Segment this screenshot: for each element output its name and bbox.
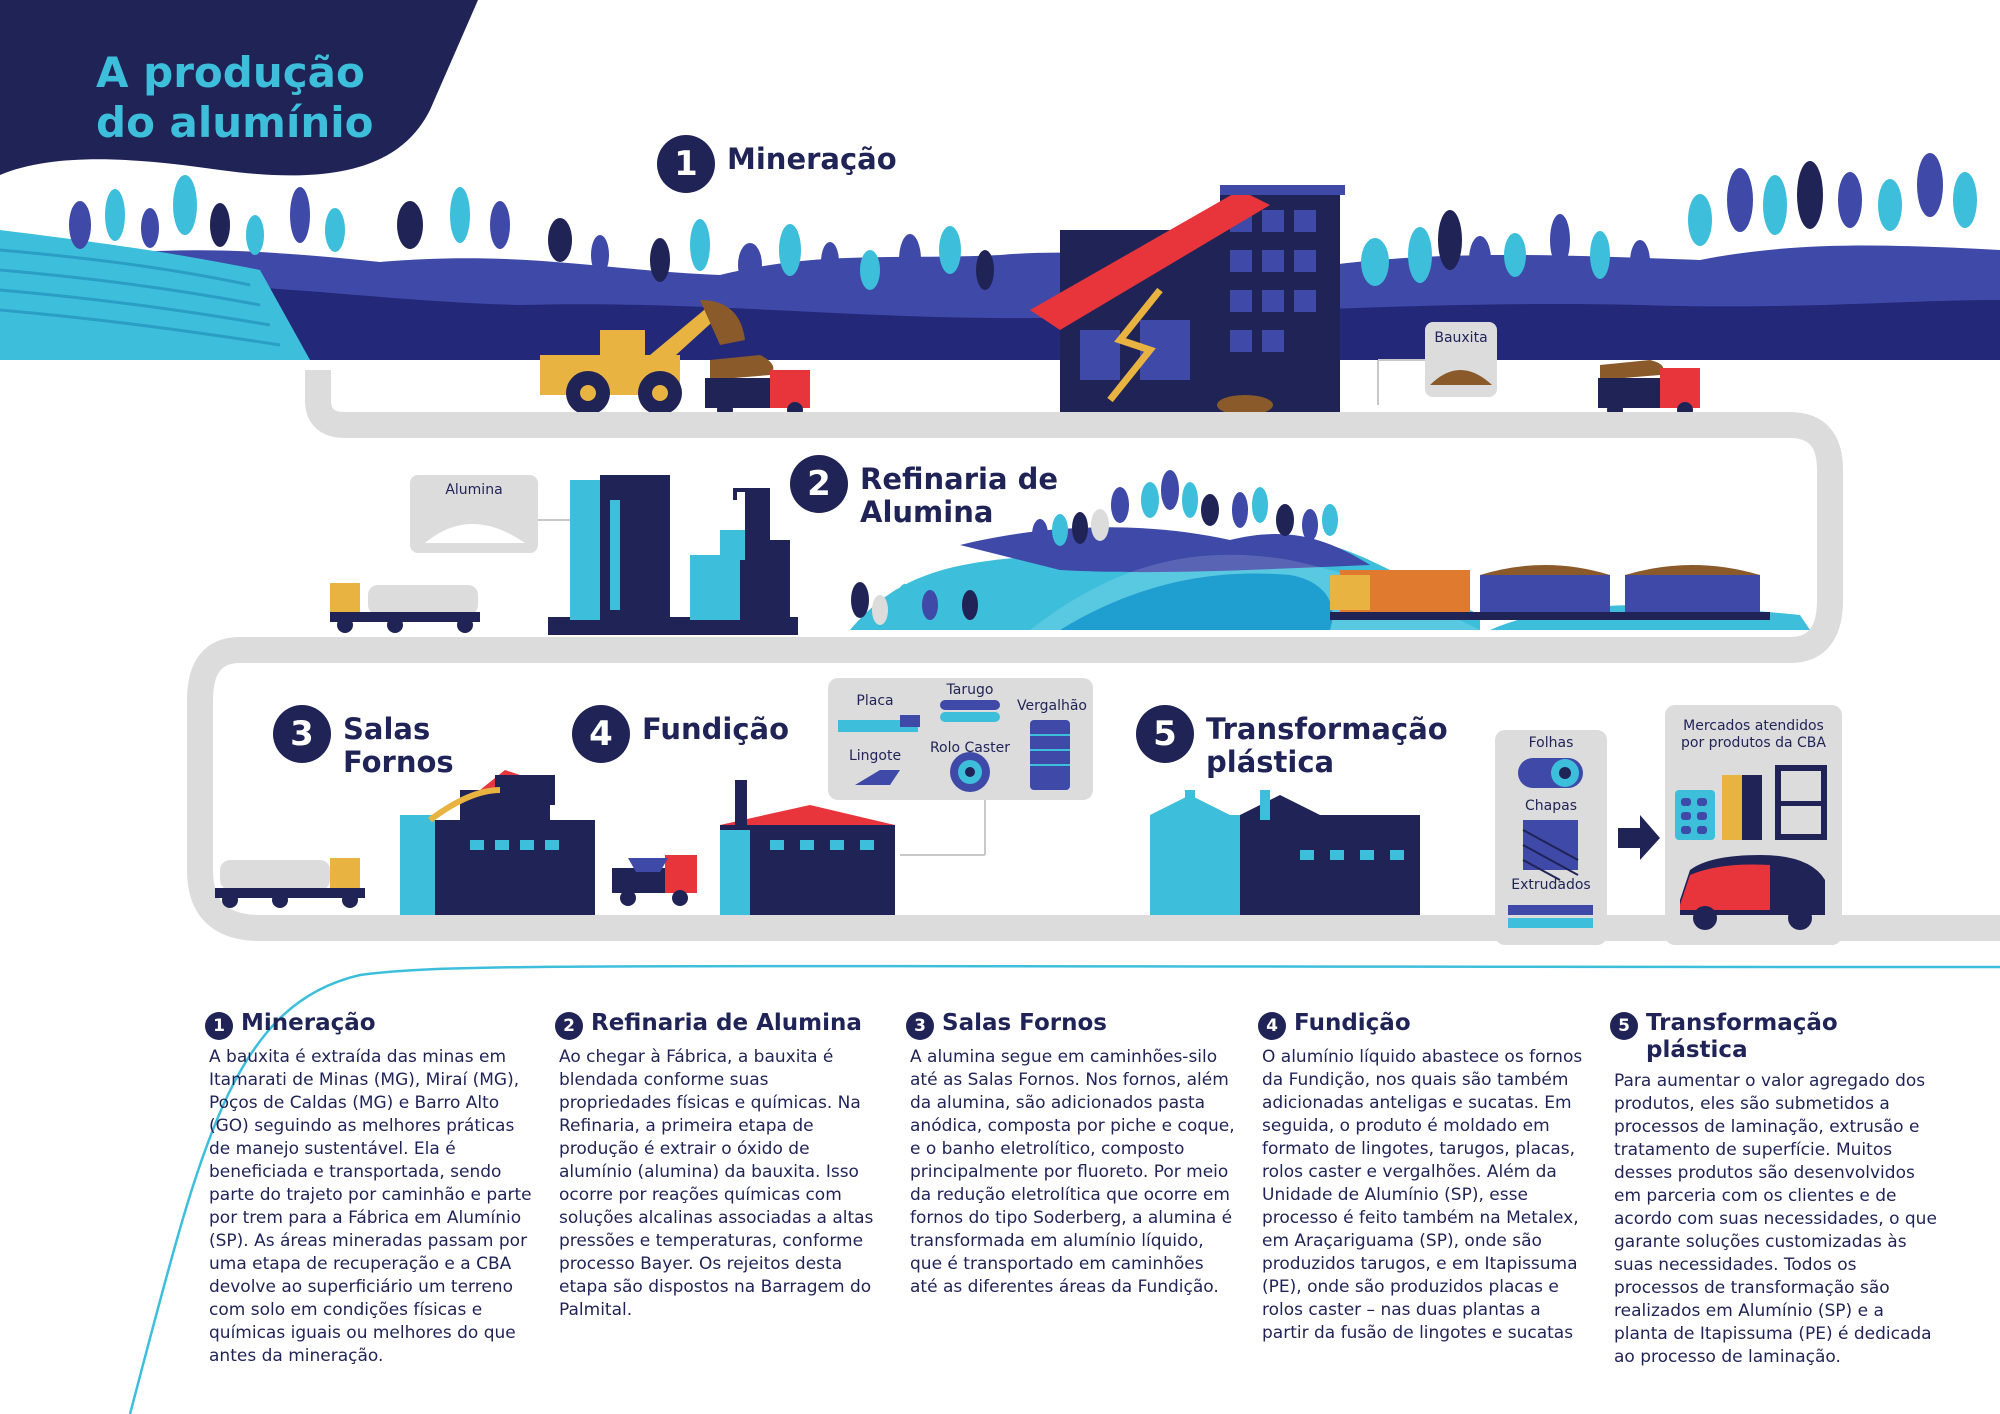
trees-row2 — [851, 470, 1338, 625]
bauxita-label: Bauxita — [1434, 330, 1488, 346]
description-text: A bauxita é extraída das minas em Itamar… — [209, 1047, 532, 1366]
page-title: A produção do alumínio — [96, 48, 374, 147]
transformacao-building — [1150, 790, 1420, 915]
description-badge: 2 — [555, 1012, 583, 1040]
description-salas-fornos: 3 Salas Fornos A alumina segue em caminh… — [906, 1010, 1236, 1299]
trees-row1 — [69, 153, 1977, 290]
mercados-label: Mercados atendidos por produtos da CBA — [1681, 718, 1826, 751]
description-title: Mineração — [241, 1010, 376, 1036]
dump-truck-2 — [1598, 360, 1700, 418]
silo-truck-1 — [330, 583, 480, 633]
description-head: 1 Mineração — [205, 1010, 535, 1040]
silo-truck-2 — [215, 858, 365, 908]
step-title: Mineração — [727, 142, 897, 176]
step-title: Fundição — [642, 712, 790, 746]
header-shape — [0, 0, 478, 176]
refinery-building — [548, 475, 798, 635]
alumina-label: Alumina — [445, 482, 503, 498]
description-fundicao: 4 Fundição O alumínio líquido abastece o… — [1258, 1010, 1588, 1345]
salas-fornos-building — [400, 770, 595, 915]
dump-truck-1 — [705, 355, 810, 418]
step-2-heading: 2 Refinaria de Alumina — [790, 455, 1058, 529]
step-title: Transformação plástica — [1206, 712, 1448, 779]
description-head: 5 Transformação plástica — [1610, 1010, 1940, 1064]
fundicao-products-box — [828, 678, 1093, 800]
step-1-heading: 1 Mineração — [657, 135, 897, 193]
description-badge: 4 — [1258, 1012, 1286, 1040]
description-badge: 3 — [906, 1012, 934, 1040]
step-title: Salas Fornos — [343, 712, 454, 779]
rolo-caster-label: Rolo Caster — [929, 740, 1011, 756]
step-badge: 2 — [790, 455, 848, 513]
step-badge: 1 — [657, 135, 715, 193]
tarugo-label: Tarugo — [946, 682, 994, 698]
lingote-label: Lingote — [848, 748, 902, 764]
extrudados-label: Extrudados — [1511, 877, 1591, 893]
description-title: Refinaria de Alumina — [591, 1010, 862, 1036]
step-4-heading: 4 Fundição — [572, 705, 789, 763]
description-mineracao: 1 Mineração A bauxita é extraída das min… — [205, 1010, 535, 1368]
description-title: Transformação plástica — [1646, 1010, 1838, 1063]
product-icons — [838, 700, 1070, 792]
description-text: A alumina segue em caminhões-silo até as… — [910, 1047, 1235, 1297]
step-badge: 4 — [572, 705, 630, 763]
description-head: 4 Fundição — [1258, 1010, 1588, 1040]
description-refinaria: 2 Refinaria de Alumina Ao chegar à Fábri… — [555, 1010, 885, 1322]
crucible-truck — [612, 855, 697, 906]
description-title: Fundição — [1294, 1010, 1411, 1036]
description-text: O alumínio líquido abastece os fornos da… — [1262, 1047, 1583, 1343]
description-head: 2 Refinaria de Alumina — [555, 1010, 885, 1040]
description-head: 3 Salas Fornos — [906, 1010, 1236, 1040]
process-road — [187, 370, 2000, 941]
step-5-heading: 5 Transformação plástica — [1136, 705, 1448, 779]
description-badge: 5 — [1610, 1012, 1638, 1040]
vergalhao-label: Vergalhão — [1017, 698, 1087, 714]
folhas-label: Folhas — [1528, 735, 1574, 751]
train — [1330, 565, 1770, 620]
description-text: Para aumentar o valor agregado dos produ… — [1614, 1071, 1937, 1367]
step-badge: 3 — [273, 705, 331, 763]
loader-vehicle — [540, 300, 745, 415]
description-transformacao: 5 Transformação plástica Para aumentar o… — [1610, 1010, 1940, 1369]
description-title: Salas Fornos — [942, 1010, 1107, 1036]
step-title: Refinaria de Alumina — [860, 462, 1059, 529]
chapas-label: Chapas — [1525, 798, 1577, 814]
placa-label: Placa — [856, 693, 894, 709]
description-text: Ao chegar à Fábrica, a bauxita é blendad… — [559, 1047, 874, 1320]
accent-curve — [128, 964, 2000, 1414]
fundicao-building — [720, 780, 895, 915]
step-3-heading: 3 Salas Fornos — [273, 705, 454, 779]
step-badge: 5 — [1136, 705, 1194, 763]
arrow-icon — [1618, 815, 1660, 860]
mining-building — [1030, 185, 1345, 415]
description-badge: 1 — [205, 1012, 233, 1040]
